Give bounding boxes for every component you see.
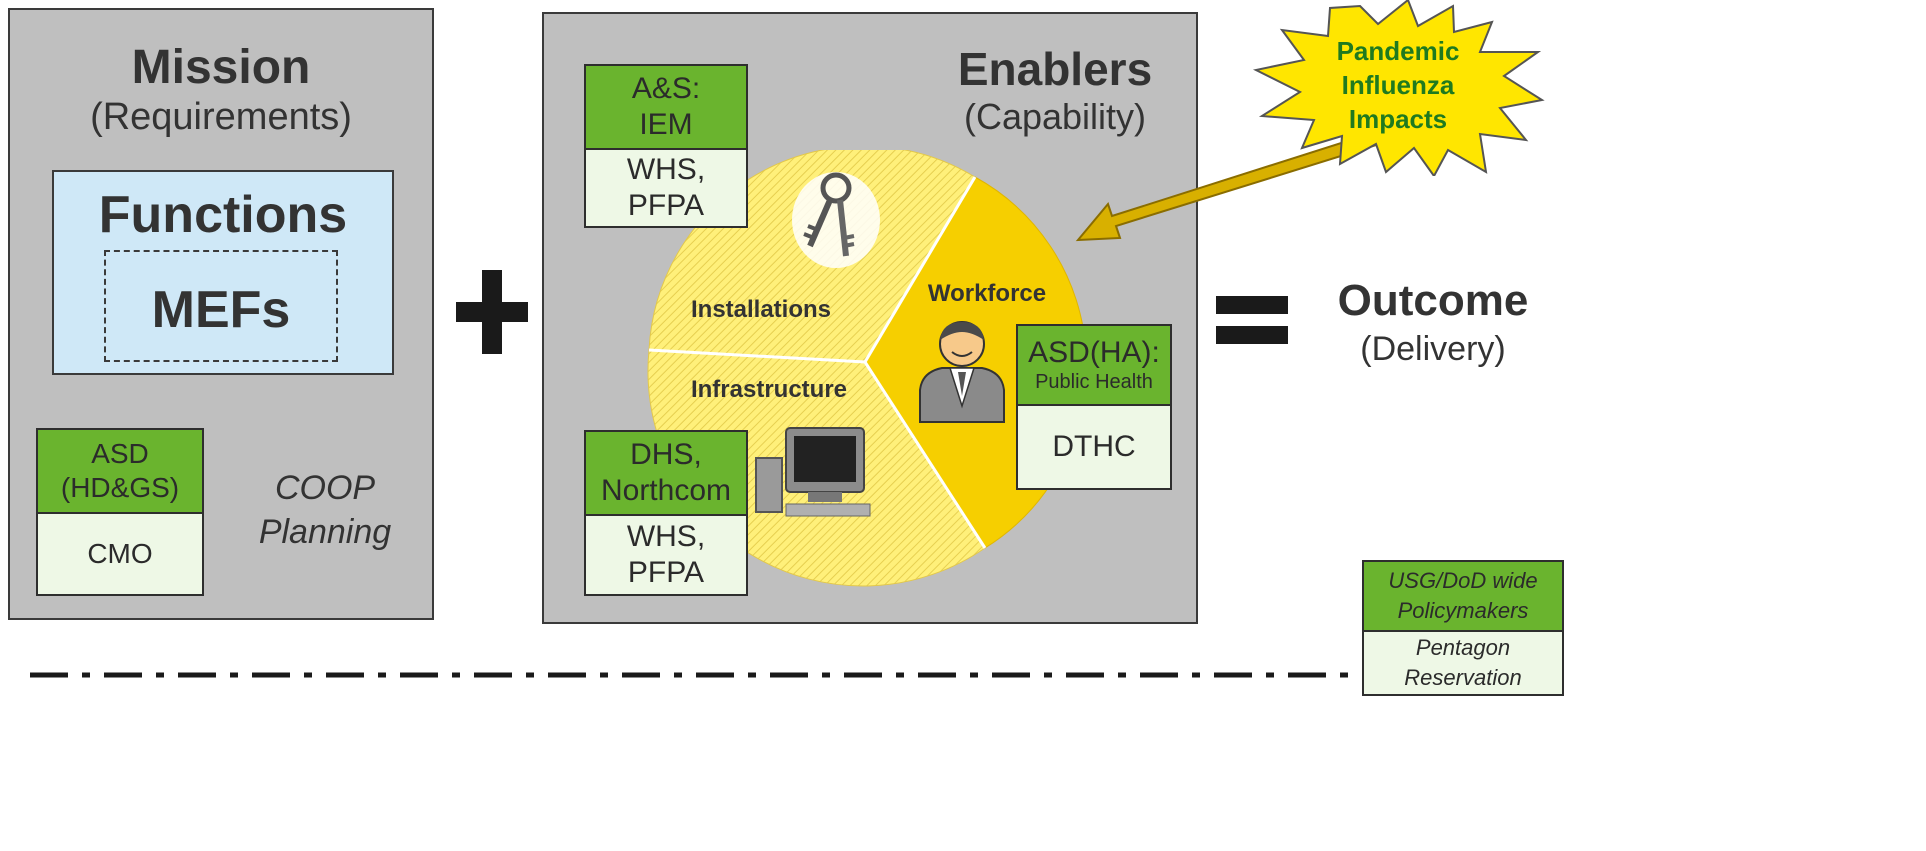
workforce-owner-bottom: DTHC xyxy=(1018,406,1170,488)
functions-label: Functions xyxy=(98,186,348,244)
workforce-label: Workforce xyxy=(927,280,1047,307)
installations-owner-top: A&S: IEM xyxy=(586,66,746,150)
legend-box: USG/DoD wide Policymakers Pentagon Reser… xyxy=(1362,560,1564,696)
plus-icon xyxy=(456,270,528,354)
workforce-owner-top-main: ASD(HA): xyxy=(1028,336,1160,369)
coop-planning-label: COOP Planning xyxy=(258,469,392,551)
workforce-owner-box: ASD(HA): Public Health DTHC xyxy=(1016,324,1172,490)
legend-policymakers: USG/DoD wide Policymakers xyxy=(1364,562,1562,632)
mefs-label: MEFs xyxy=(151,281,291,339)
owner-bottom-cmo: CMO xyxy=(38,514,202,594)
legend-pentagon-reservation: Pentagon Reservation xyxy=(1364,632,1562,694)
person-icon xyxy=(919,321,1005,423)
equals-icon xyxy=(1216,296,1288,344)
outcome-subtitle: (Delivery) xyxy=(1360,330,1506,368)
infrastructure-owner-top: DHS, Northcom xyxy=(586,432,746,516)
pandemic-label: Pandemic Influenza Impacts xyxy=(1336,36,1460,134)
mefs-dashed-box xyxy=(104,250,338,362)
mission-subtitle: (Requirements) xyxy=(90,96,352,138)
mission-owner-box: ASD (HD&GS) CMO xyxy=(36,428,204,596)
infrastructure-label: Infrastructure xyxy=(690,376,848,403)
computer-icon xyxy=(755,427,871,517)
enablers-title: Enablers xyxy=(957,43,1153,95)
outcome-title: Outcome xyxy=(1337,276,1529,325)
installations-owner-box: A&S: IEM WHS, PFPA xyxy=(584,64,748,228)
pandemic-starburst-icon xyxy=(1252,0,1545,176)
keys-icon xyxy=(792,172,880,268)
mission-title: Mission xyxy=(131,41,311,94)
infrastructure-owner-bottom: WHS, PFPA xyxy=(586,516,746,594)
enablers-subtitle: (Capability) xyxy=(963,96,1147,137)
owner-top-asd: ASD (HD&GS) xyxy=(38,430,202,514)
installations-owner-bottom: WHS, PFPA xyxy=(586,150,746,226)
pentagon-boundary-line xyxy=(30,672,1360,678)
workforce-owner-top: ASD(HA): Public Health xyxy=(1018,326,1170,406)
workforce-owner-top-sub: Public Health xyxy=(1035,371,1153,393)
infrastructure-owner-box: DHS, Northcom WHS, PFPA xyxy=(584,430,748,596)
installations-label: Installations xyxy=(690,296,832,323)
